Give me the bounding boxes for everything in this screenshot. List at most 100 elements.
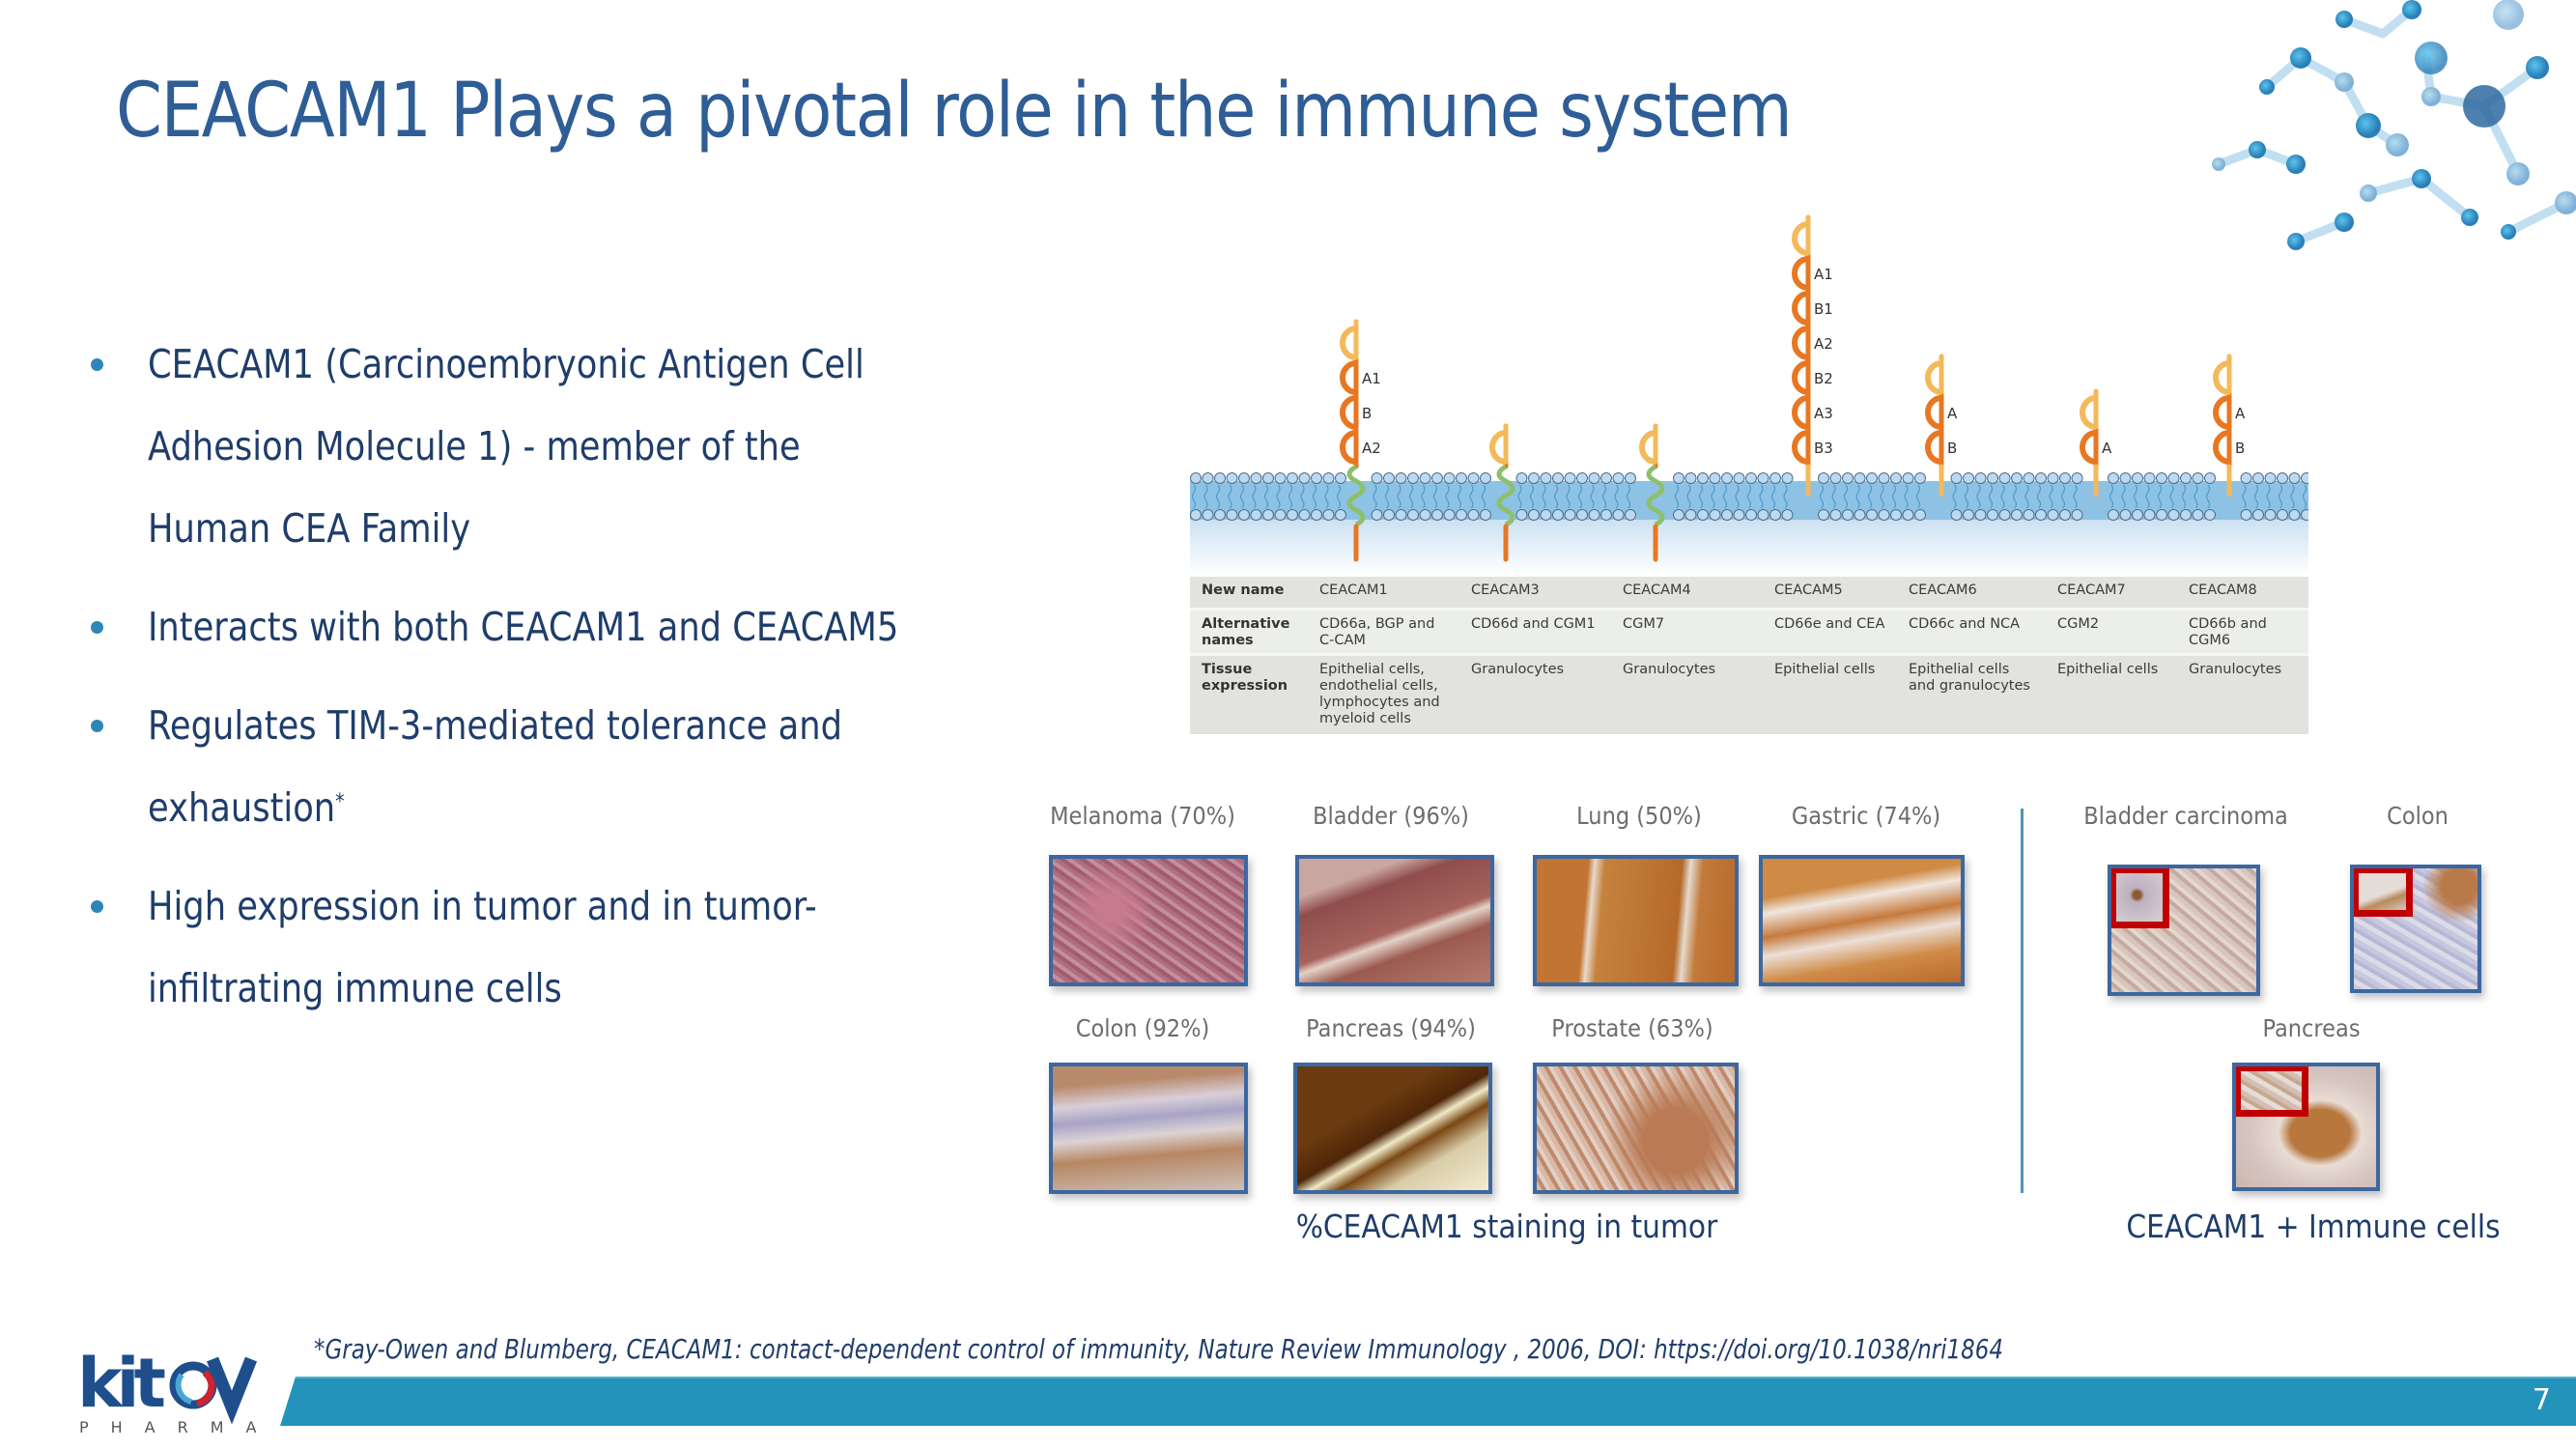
lipid-tail [1590,484,1595,509]
lipid-head [1829,509,1842,521]
table-cell: CGM2 [2057,615,2100,632]
lipid-head [1842,509,1854,521]
lipid-head [1673,472,1684,484]
lipid-tail [2121,484,2126,509]
lipid-tail [1566,484,1571,509]
lipid-head [1335,472,1346,484]
histology-image-bladder [1295,855,1494,986]
domain-label: B [1362,405,1372,422]
lipid-tail [1964,484,1969,509]
sample-label-colon: Colon (92%) [1075,1014,1210,1042]
lipid-tail [2169,484,2174,509]
lipid-tail [1686,484,1691,509]
lipid-head [1564,472,1576,484]
bullet-text-line: Regulates TIM-3-mediated tolerance and [148,702,842,749]
lipid-tail [1698,484,1704,509]
sample-label-immune-colon: Colon [2387,802,2449,830]
table-cell: CEACAM4 [1623,582,1691,598]
lipid-tail [2049,484,2053,509]
lipid-tail [1300,484,1305,509]
n-domain [2213,360,2230,395]
bullet-text-line: exhaustion* [148,767,892,849]
domain-label: B2 [1814,370,1833,387]
lipid-head [1709,472,1721,484]
lipid-head [1974,472,1987,484]
lipid-head [1274,509,1287,521]
lipid-tail [1373,484,1377,509]
lipid-head [2192,509,2204,521]
domain-label: B1 [1814,300,1833,318]
lipid-head [1673,509,1684,521]
lipid-bilayer [1190,472,2308,521]
lipid-head [2132,509,2143,521]
table-row-new-name: New name CEACAM1 CEACAM3 CEACAM4 CEACAM5… [1190,577,2308,609]
lipid-head [1854,472,1866,484]
lipid-tail [1324,484,1329,509]
row-header: Alternative names [1202,615,1290,648]
histology-image-pancreas [1293,1063,1492,1194]
sample-label-immune-pancreas: Pancreas [2262,1014,2361,1042]
histology-image-gastric [1759,855,1965,986]
ig-domain [2213,395,2230,430]
lipid-head [1600,472,1612,484]
lipid-tail [1819,484,1825,509]
lipid-head [1878,509,1890,521]
lipid-head [1202,472,1214,484]
lipid-tail [1674,484,1680,509]
logo-subtext: PHARMA [79,1418,270,1436]
lipid-head [2071,472,2083,484]
page-number: 7 [2532,1383,2551,1417]
row-header: New name [1202,582,1285,598]
lipid-head [1588,509,1600,521]
lipid-head [1564,509,1576,521]
ig-domain [2213,430,2230,465]
lipid-head [1950,472,1963,484]
lipid-tail [2181,484,2187,509]
transmembrane-helix [1646,464,1665,527]
lipid-tail [1855,484,1860,509]
bullet-dot-icon [91,720,103,732]
lipid-tail [2000,484,2005,509]
lipid-tail [1239,484,1245,509]
lipid-head [2047,509,2059,521]
lipid-head [2301,509,2308,521]
lipid-tail [1276,484,1281,509]
lipid-head [1721,509,1733,521]
lipid-head [2240,509,2252,521]
lipid-tail [1481,484,1486,509]
histology-image-lung [1533,855,1739,986]
tumor-staining-caption: %CEACAM1 staining in tumor [1295,1208,1718,1245]
lipid-head [1866,509,1878,521]
lipid-tail [1336,484,1342,509]
domain-label: A [2102,440,2112,457]
bullet-text-line: High expression in tumor and in tumor- [148,883,817,929]
logo-text: kit [77,1346,165,1423]
lipid-head [1395,509,1407,521]
table-row-tissue-expression: Tissue expression Epithelial cells, endo… [1190,654,2308,734]
lipid-tail [1601,484,1607,509]
table-row-alternative-names: Alternative names CD66a, BGP and C-CAM C… [1190,609,2308,654]
table-cell: CEACAM3 [1471,582,1540,598]
table-cell: Granulocytes [1623,661,1716,677]
histology-image-colon [1049,1063,1248,1194]
lipid-tail [1469,484,1474,509]
lipid-tail [2145,484,2150,509]
lipid-head [1818,472,1829,484]
lipid-head [1456,509,1467,521]
lipid-head [1202,509,1214,521]
lipid-head [1733,509,1745,521]
lipid-head [1914,472,1926,484]
lipid-head [1757,509,1769,521]
ig-domain [1792,395,1809,430]
lipid-head [1226,509,1238,521]
domain-label: A [2235,405,2246,422]
lipid-head [2277,509,2288,521]
table-cell: CD66e and CEA [1774,615,1885,632]
lipid-head [2035,472,2047,484]
lipid-head [1769,509,1781,521]
lipid-head [1407,509,1419,521]
lipid-head [1298,509,1311,521]
lipid-tail [2205,484,2211,509]
lipid-head [1963,472,1974,484]
lipid-head [1540,472,1552,484]
